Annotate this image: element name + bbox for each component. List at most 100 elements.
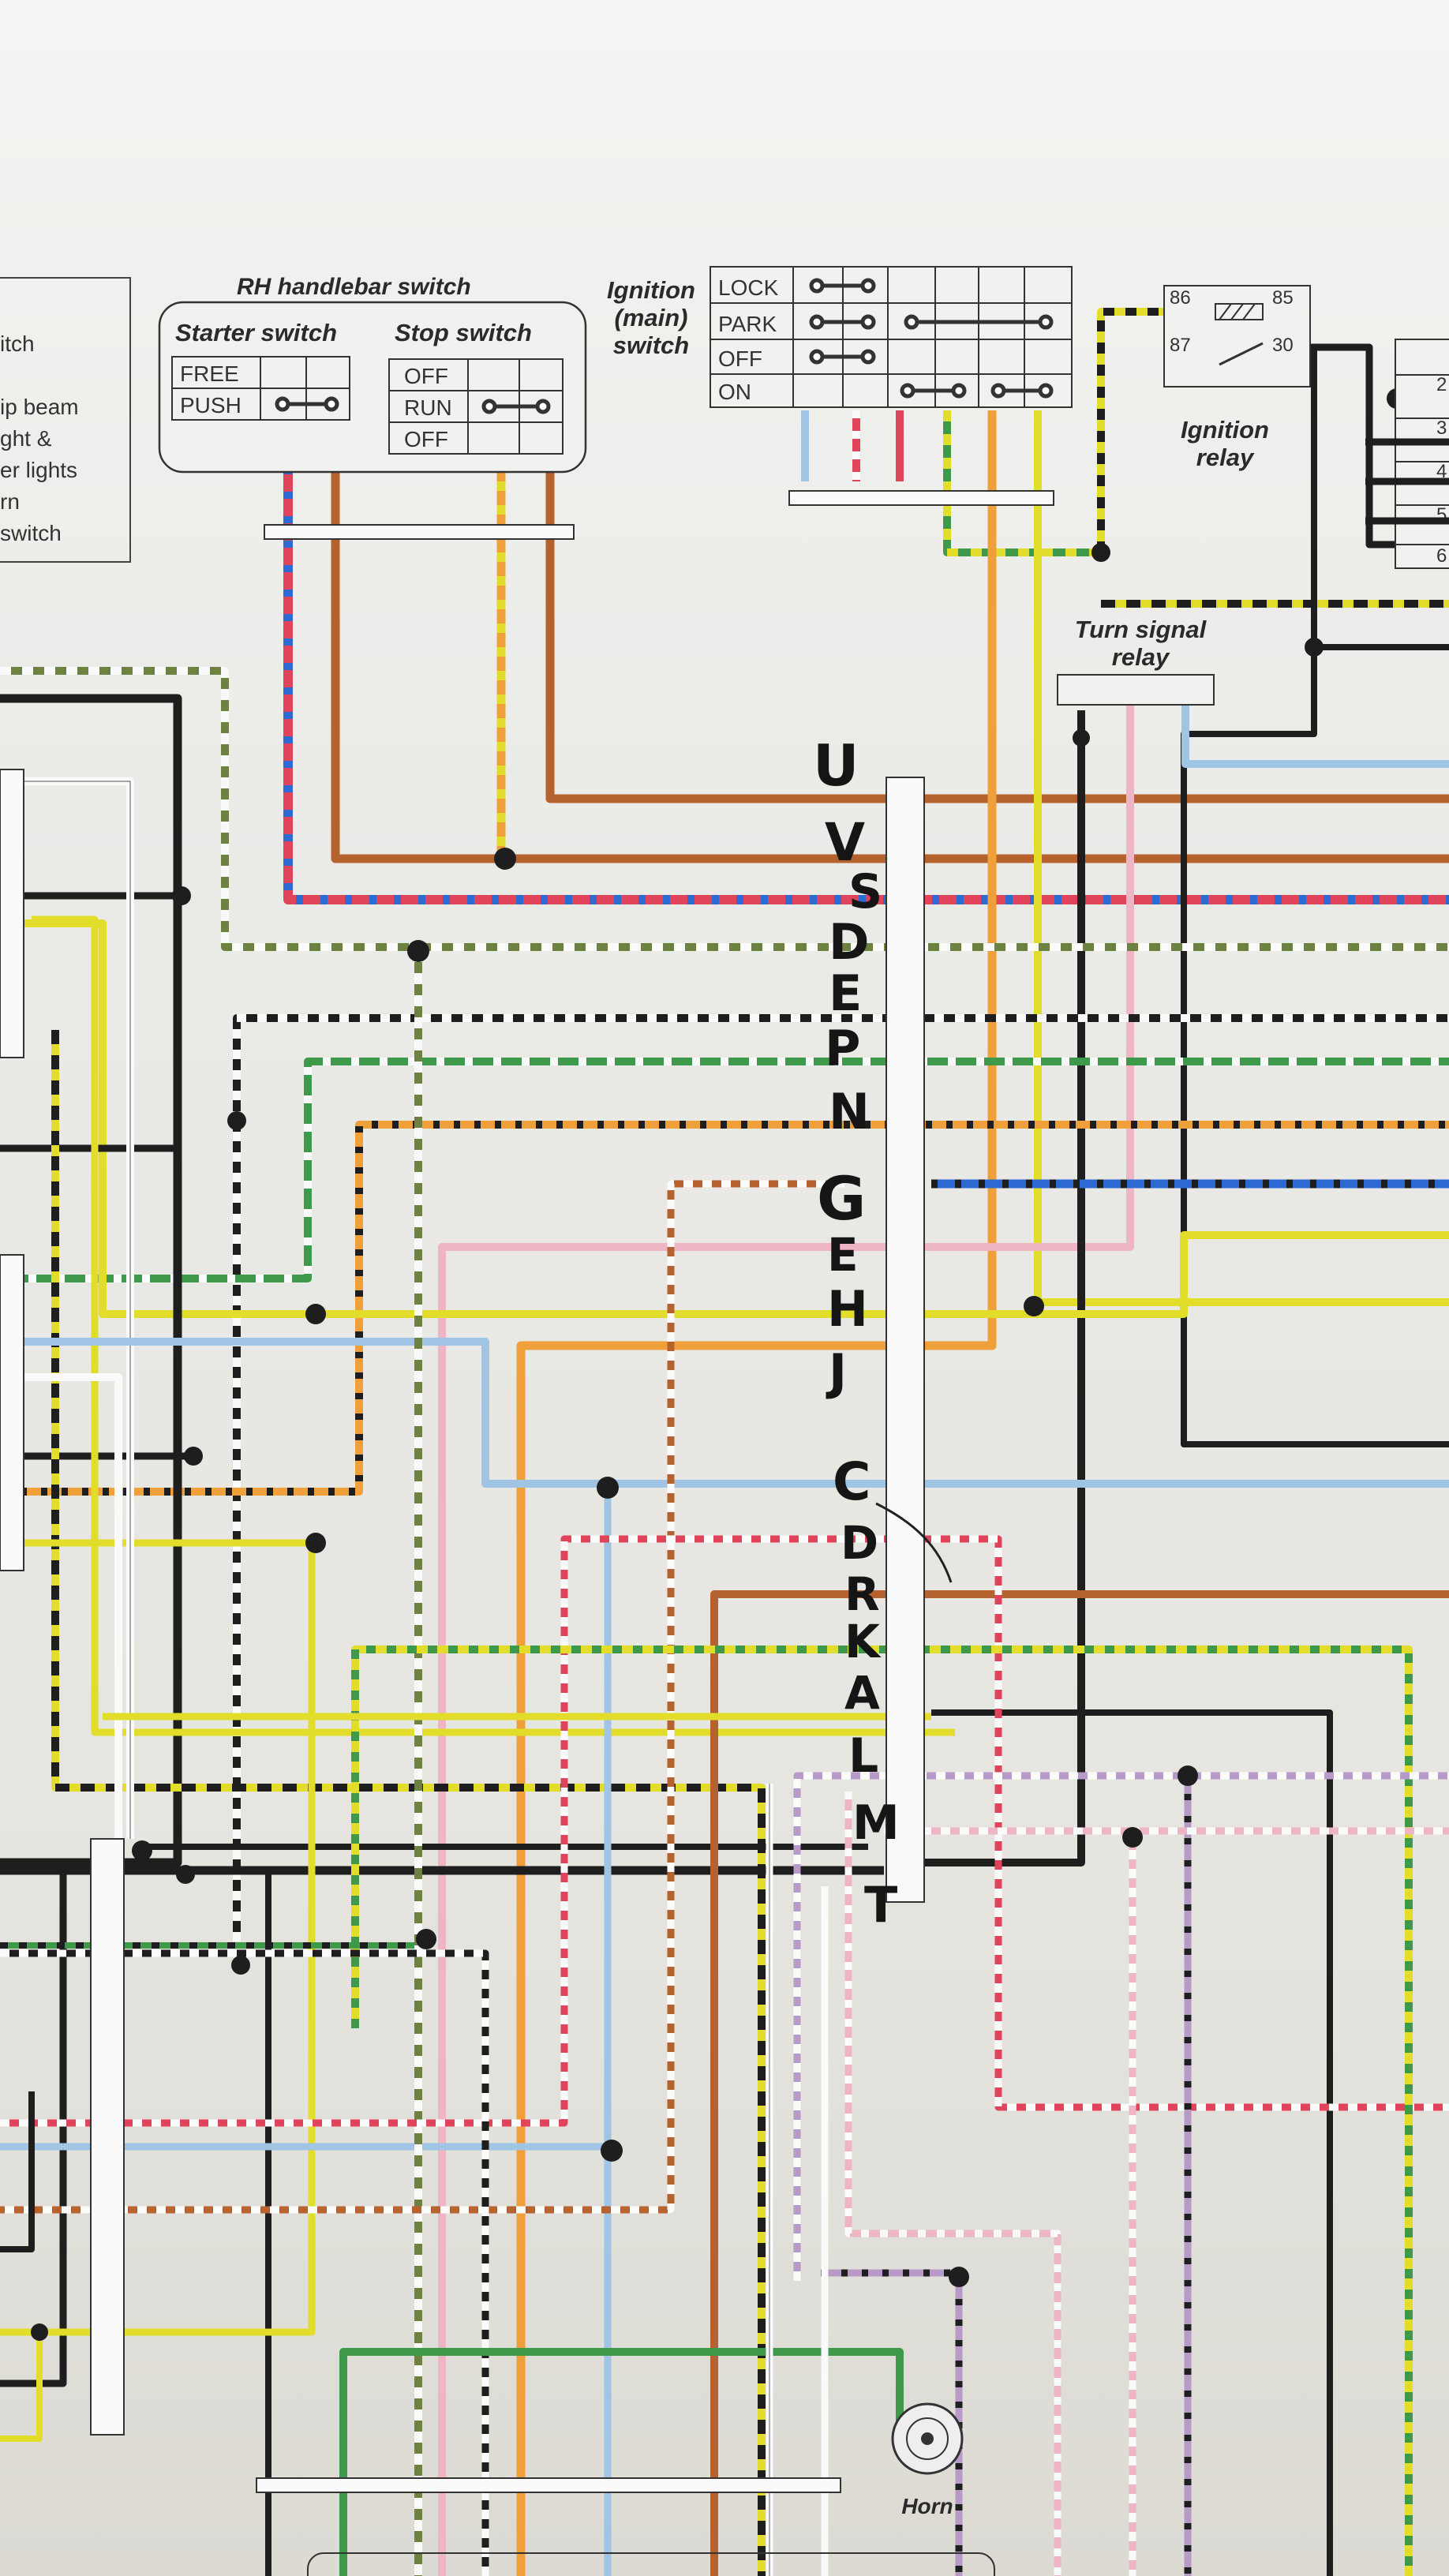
junction-dot — [184, 1447, 203, 1466]
legend-line: itch — [0, 331, 35, 356]
ignition-label: switch — [613, 331, 689, 359]
junction-dot — [227, 1111, 246, 1130]
wire-pink-white — [884, 1827, 1449, 2576]
junction-dot — [1122, 1827, 1143, 1848]
starter-contact — [275, 396, 339, 412]
hand-letter: K — [844, 1615, 882, 1668]
hand-letter: T — [864, 1876, 897, 1934]
hand-letter: C — [833, 1451, 871, 1512]
wire-black-left-1 — [0, 694, 182, 1867]
left-legend-box: itch ip beam ght & er lights rn switch — [0, 277, 131, 563]
wire-white-left-outline — [12, 781, 131, 1839]
hand-letter: D — [841, 1516, 878, 1570]
junction-dot — [949, 2267, 969, 2287]
legend-line: er lights — [0, 458, 77, 482]
wire-pink-black-lower — [844, 1792, 1061, 2576]
connector-pin: 3 — [1436, 417, 1447, 439]
wire-pink-relay — [438, 702, 1134, 2576]
wire-red-white-loop — [0, 1535, 1449, 2127]
connector-bar-ignition — [788, 490, 1054, 506]
relay-switch-arm — [1219, 342, 1264, 366]
stop-position: OFF — [404, 427, 448, 451]
ignition-position: LOCK — [718, 275, 779, 300]
ignition-contacts — [809, 278, 1054, 399]
hand-letter: N — [829, 1083, 870, 1140]
junction-dot — [597, 1477, 619, 1499]
ignition-position: ON — [718, 380, 751, 404]
relay-pin: 85 — [1272, 287, 1294, 309]
wire-white-left-2 — [0, 1373, 122, 1839]
wire-brown-white-vertical — [0, 1180, 844, 2214]
connector-pin: 6 — [1436, 545, 1447, 567]
hand-letter: U — [813, 732, 859, 799]
starter-position: PUSH — [180, 393, 242, 417]
sheet-top-edge — [0, 0, 1449, 55]
wire-black-edge — [0, 2091, 35, 2252]
ignition-relay-label: relay — [1196, 444, 1255, 471]
ignition-position: PARK — [718, 312, 777, 336]
relay-coil — [1215, 303, 1264, 320]
wire-brown-vertical — [710, 1590, 1449, 2576]
junction-dot — [305, 1304, 326, 1324]
turn-signal-relay: Turn signal relay — [1057, 616, 1215, 706]
legend-line: switch — [0, 521, 62, 545]
hand-letter: P — [825, 1020, 860, 1077]
ignition-relay-label: Ignition — [1181, 416, 1269, 444]
horn: Horn — [891, 2402, 964, 2518]
starter-switch-label: Starter switch — [175, 319, 337, 346]
wire-green-trunk — [0, 1058, 1449, 1282]
legend-line: ip beam — [0, 395, 79, 419]
connector-pin: 2 — [1436, 374, 1447, 395]
rh-switch-housing — [158, 301, 587, 474]
hand-letter: E — [827, 1228, 859, 1282]
horn-label: Horn — [901, 2494, 953, 2518]
stop-position: OFF — [404, 364, 448, 388]
wire-yellow-trunk — [0, 919, 1449, 1318]
legend-line: ght & — [0, 426, 52, 451]
hand-letter: J — [826, 1343, 847, 1401]
hand-letter: L — [848, 1728, 878, 1784]
legend-line: rn — [0, 489, 20, 514]
junction-dot — [1305, 638, 1324, 657]
ignition-relay: 86 85 87 30 Ignition relay — [1163, 285, 1311, 471]
hand-letter: G — [817, 1163, 866, 1234]
junction-dot — [31, 2323, 48, 2341]
stop-position: RUN — [404, 395, 452, 420]
ignition-table — [710, 266, 1073, 408]
junction-dot — [172, 886, 191, 905]
junction-dot — [231, 1956, 250, 1975]
relay-pin: 30 — [1272, 335, 1294, 356]
wire-green-horn — [339, 2348, 904, 2576]
wire-black-left-edge — [0, 1870, 67, 2387]
relay-pin: 87 — [1170, 335, 1191, 356]
wire-harness — [0, 308, 1449, 2576]
wire-black-turn — [892, 710, 1085, 1866]
junction-dots — [31, 388, 1407, 2341]
junction-dot — [1091, 543, 1110, 562]
connector-pin: 4 — [1436, 461, 1447, 482]
junction-dot — [132, 1840, 152, 1861]
hand-letter: S — [848, 864, 882, 919]
junction-dot — [407, 940, 429, 962]
stop-switch-label: Stop switch — [395, 319, 532, 346]
connector-bar-left-2 — [0, 1254, 24, 1571]
wire-yellow-left-3 — [0, 1539, 316, 2336]
connector-bar-left-3 — [90, 1838, 125, 2436]
wire-lightblue-relay — [1181, 702, 1449, 768]
wire-green-white-trunk — [0, 667, 1449, 951]
junction-dot — [1024, 1296, 1044, 1316]
handwritten-annotations: U V S D E P N G E H J C D R K A L M T — [813, 732, 953, 1934]
rh-switch-title: RH handlebar switch — [237, 274, 471, 300]
ignition-label: (main) — [615, 304, 688, 331]
connector-bar-lower — [256, 2477, 841, 2493]
wire-brown-stop — [545, 458, 1449, 803]
junction-dot — [305, 1533, 326, 1553]
ignition-position: OFF — [718, 346, 762, 371]
lower-component-box — [307, 2552, 995, 2576]
wire-green-yellow-ign — [943, 410, 1097, 556]
right-connector: 2 3 4 5 6 — [1365, 339, 1449, 569]
ignition-main-switch: Ignition (main) switch LOCK PARK OFF ON — [607, 266, 1073, 408]
wire-red-blue — [283, 418, 1449, 904]
